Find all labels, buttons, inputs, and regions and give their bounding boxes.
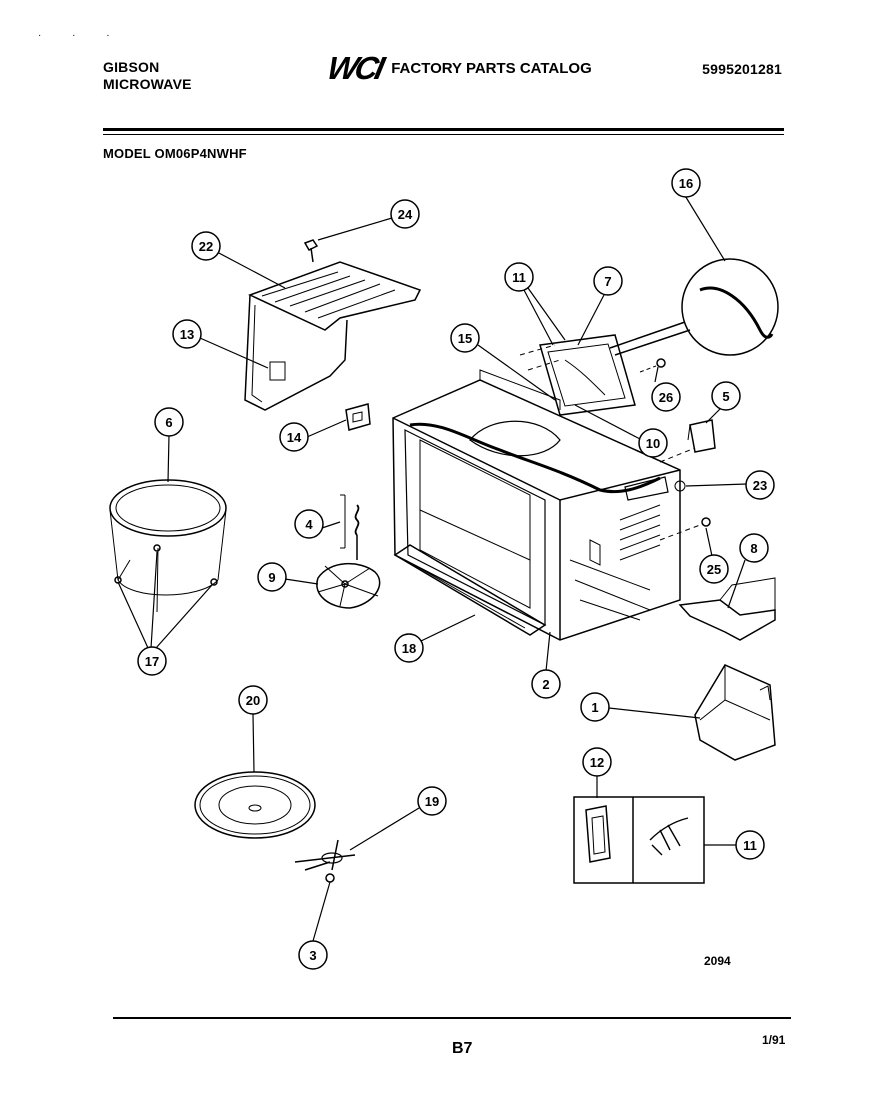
roller-support-part — [294, 839, 356, 883]
callout-label-2: 2 — [542, 677, 549, 692]
small-bracket-part — [687, 419, 716, 453]
page-number: B7 — [452, 1040, 473, 1057]
control-bracket-part — [539, 334, 636, 416]
callout-c11a: 11 — [504, 262, 534, 292]
callout-c24: 24 — [390, 199, 420, 229]
bracket-dashed-guide — [519, 344, 561, 371]
callout-c23: 23 — [745, 470, 775, 500]
cover-strip-part — [393, 544, 547, 636]
callout-c13: 13 — [172, 319, 202, 349]
top-cover-part — [244, 261, 422, 411]
stirrer-fan-part — [316, 562, 381, 609]
callout-c4: 4 — [294, 509, 324, 539]
bottom-plate-part — [678, 577, 776, 641]
callout-label-24: 24 — [398, 207, 413, 222]
callout-label-3: 3 — [309, 948, 316, 963]
callout-c25: 25 — [699, 554, 729, 584]
date-code: 1/91 — [762, 1033, 786, 1047]
callout-label-25: 25 — [707, 562, 721, 577]
bracket5-dashed-guide — [659, 447, 696, 463]
callout-c5: 5 — [711, 381, 741, 411]
callout-c14: 14 — [279, 422, 309, 452]
callout-label-4: 4 — [305, 517, 313, 532]
callout-label-13: 13 — [180, 327, 194, 342]
callout-c20: 20 — [238, 685, 268, 715]
callout-label-18: 18 — [402, 641, 416, 656]
screw-25-part — [659, 517, 711, 541]
callout-c12: 12 — [582, 747, 612, 777]
catalog-header: WCI FACTORY PARTS CATALOG — [324, 50, 592, 86]
callout-c18: 18 — [394, 633, 424, 663]
callout-label-11a: 11 — [512, 270, 526, 285]
screw-part — [303, 239, 319, 263]
header-rule-thin — [103, 134, 784, 135]
callout-label-23: 23 — [753, 478, 767, 493]
callout-label-15: 15 — [458, 331, 472, 346]
detail-magnifier — [609, 258, 779, 356]
screw-26-part — [639, 358, 666, 373]
callout-c22: 22 — [191, 231, 221, 261]
footer-rule — [113, 1017, 791, 1019]
callout-c26: 26 — [651, 382, 681, 412]
parts-inset-box — [573, 796, 705, 884]
callout-c17: 17 — [137, 646, 167, 676]
callout-label-8: 8 — [750, 541, 757, 556]
callout-label-9: 9 — [268, 570, 275, 585]
latch-block-part — [345, 403, 371, 431]
model-label: MODEL OM06P4NWHF — [103, 146, 247, 161]
callout-c16: 16 — [671, 168, 701, 198]
callout-c11b: 11 — [735, 830, 765, 860]
catalog-part-number: 5995201281 — [702, 61, 782, 77]
callout-label-17: 17 — [145, 654, 159, 669]
callout-c10: 10 — [638, 428, 668, 458]
callout-c15: 15 — [450, 323, 480, 353]
callout-label-5: 5 — [722, 389, 729, 404]
hinge-part — [624, 476, 686, 501]
catalog-title: FACTORY PARTS CATALOG — [391, 59, 592, 77]
callout-label-20: 20 — [246, 693, 260, 708]
callout-c3: 3 — [298, 940, 328, 970]
callout-c2: 2 — [531, 669, 561, 699]
callout-label-19: 19 — [425, 794, 439, 809]
leader-lines — [117, 193, 748, 942]
turntable-glass-part — [194, 771, 316, 839]
callout-label-10: 10 — [646, 436, 660, 451]
product-type: MICROWAVE — [103, 76, 192, 92]
brand-block: GIBSON MICROWAVE — [103, 59, 192, 93]
oven-cavity-part — [392, 369, 681, 641]
stirrer-shaft-part — [340, 494, 360, 560]
callout-c19: 19 — [417, 786, 447, 816]
callout-label-1: 1 — [591, 700, 598, 715]
callout-label-11b: 11 — [743, 838, 757, 853]
callout-label-26: 26 — [659, 390, 673, 405]
header-rule — [103, 128, 784, 131]
callout-label-14: 14 — [287, 430, 302, 445]
callout-label-7: 7 — [604, 274, 611, 289]
callout-label-6: 6 — [165, 415, 172, 430]
callout-label-12: 12 — [590, 755, 604, 770]
callout-c8: 8 — [739, 533, 769, 563]
callout-label-22: 22 — [199, 239, 213, 254]
callout-c1: 1 — [580, 692, 610, 722]
scan-specks: · · · — [38, 30, 124, 41]
callout-label-16: 16 — [679, 176, 693, 191]
callout-c6: 6 — [154, 407, 184, 437]
callout-c9: 9 — [257, 562, 287, 592]
callout-c7: 7 — [593, 266, 623, 296]
brand-name: GIBSON — [103, 59, 160, 75]
cylinder-part — [109, 479, 227, 613]
figure-number: 2094 — [704, 954, 731, 968]
support-bracket-part — [694, 664, 776, 761]
